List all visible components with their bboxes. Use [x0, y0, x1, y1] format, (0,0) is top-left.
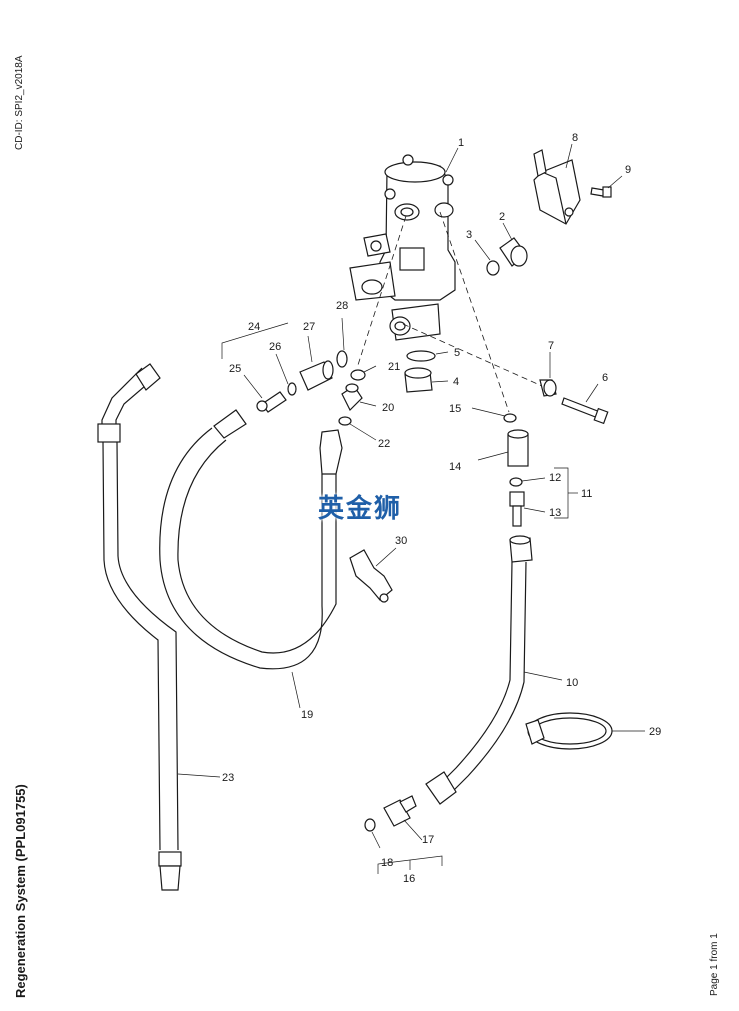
part-5-o-ring: [406, 350, 436, 362]
part-1-valve-block: [349, 154, 456, 341]
callout-28: 28: [336, 300, 348, 312]
callout-16: 16: [403, 873, 415, 885]
part-7-spacer: [539, 379, 557, 397]
part-27-adapter: [299, 360, 334, 391]
part-18-seal-ring: [364, 818, 376, 832]
part-14-sensor: [507, 429, 529, 467]
callout-4: 4: [453, 376, 459, 388]
part-20-elbow: [341, 383, 363, 412]
part-3-seal-ring: [486, 260, 500, 276]
callout-17: 17: [422, 834, 434, 846]
part-13-fitting: [509, 491, 525, 527]
alignment-line-15: [439, 211, 510, 413]
callout-26: 26: [269, 341, 281, 353]
part-10-hose: [425, 535, 533, 805]
callout-5: 5: [454, 347, 460, 359]
callout-9: 9: [625, 164, 631, 176]
callout-20: 20: [382, 402, 394, 414]
alignment-line-21: [356, 215, 407, 369]
part-21-seal-ring: [350, 369, 366, 381]
part-8-control-module: [533, 149, 581, 225]
alignment-line-7: [402, 323, 543, 387]
part-26-seal-ring: [287, 382, 297, 396]
callout-21: 21: [388, 361, 400, 373]
part-4-cap: [404, 367, 433, 393]
part-6-bolt: [561, 397, 609, 425]
callout-1: 1: [458, 137, 464, 149]
callout-6: 6: [602, 372, 608, 384]
callout-15: 15: [449, 403, 461, 415]
part-23-hose: [97, 363, 182, 891]
leader-lines: [177, 143, 645, 874]
part-19-hose: [159, 409, 343, 670]
watermark: 英金狮: [318, 494, 403, 524]
callout-labels: 1 2 3 4 5 6 7 8 9 10 11 12 13 14 15 16 1…: [222, 132, 661, 885]
part-17-union: [383, 795, 417, 827]
callout-27: 27: [303, 321, 315, 333]
part-2-plug: [499, 237, 528, 267]
callout-23: 23: [222, 772, 234, 784]
callout-3: 3: [466, 229, 472, 241]
part-30-clip: [349, 549, 393, 603]
part-25-union: [256, 391, 287, 413]
callout-7: 7: [548, 340, 554, 352]
callout-25: 25: [229, 363, 241, 375]
part-22-seal-ring: [338, 416, 352, 426]
callout-29: 29: [649, 726, 661, 738]
part-29-hose-clamp: [525, 712, 613, 750]
part-12-seal-ring: [509, 477, 523, 487]
callout-12: 12: [549, 472, 561, 484]
callout-13: 13: [549, 507, 561, 519]
callout-14: 14: [449, 461, 461, 473]
callout-2: 2: [499, 211, 505, 223]
part-28-seal-ring: [336, 350, 348, 368]
callout-19: 19: [301, 709, 313, 721]
callout-18: 18: [381, 857, 393, 869]
callout-10: 10: [566, 677, 578, 689]
part-9-bolt: [590, 186, 612, 198]
callout-11: 11: [581, 488, 592, 500]
callout-8: 8: [572, 132, 578, 144]
callout-22: 22: [378, 438, 390, 450]
part-15-seal-ring: [503, 413, 517, 423]
callout-24: 24: [248, 321, 260, 333]
callout-30: 30: [395, 535, 407, 547]
